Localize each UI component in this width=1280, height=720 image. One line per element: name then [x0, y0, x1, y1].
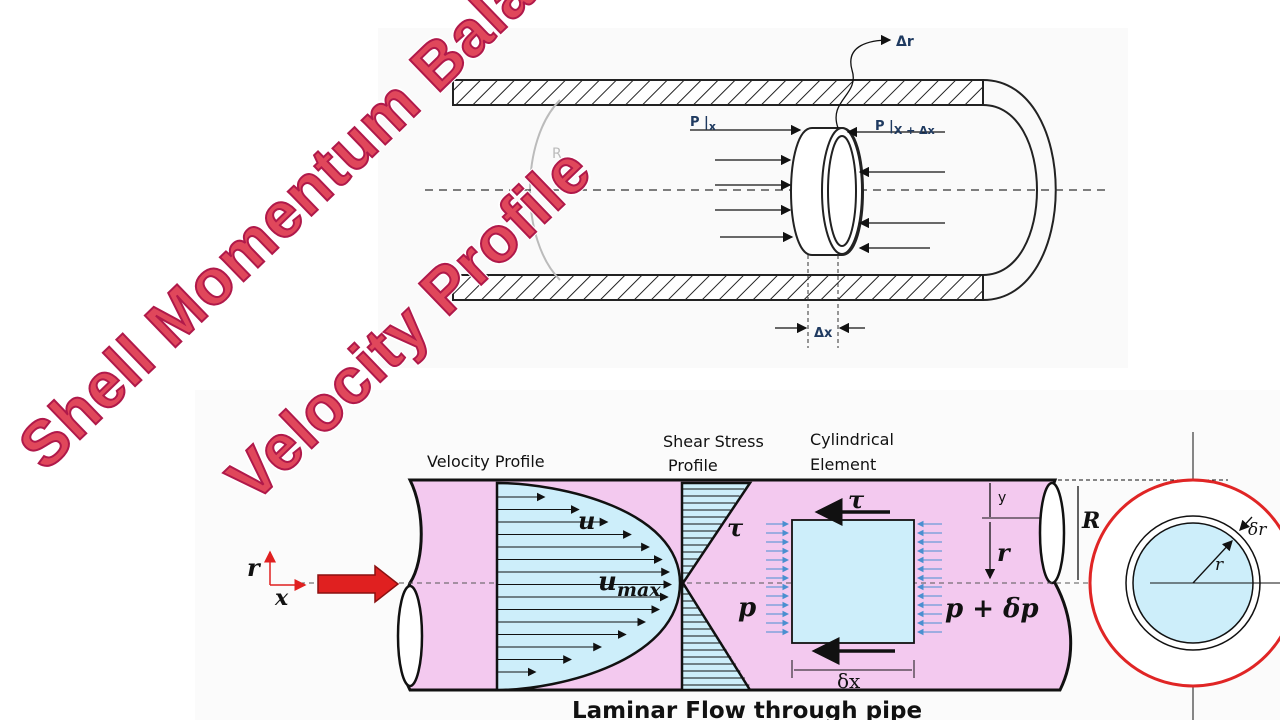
r-label: r	[997, 538, 1012, 567]
tau-profile-label: τ	[727, 513, 744, 542]
delta-r-leader	[835, 34, 892, 129]
delta-r-arrow	[1239, 516, 1253, 531]
cylindrical-element	[791, 519, 915, 644]
shear-stress-label-line2: Profile	[668, 456, 718, 475]
delta-x-label: Δx	[814, 326, 833, 341]
velocity-profile-arrows	[497, 492, 673, 677]
velocity-profile-label: Velocity Profile	[427, 452, 545, 471]
cross-section-delta-r-label: δr	[1248, 520, 1267, 540]
p-right-label: p + δp	[945, 594, 1039, 624]
p-at-x-dx-label: P |X + Δx	[875, 119, 935, 137]
top-pipe-wall-lower	[452, 274, 984, 301]
u-max-label: umax	[598, 567, 661, 601]
top-pipe-wall-upper	[452, 79, 984, 106]
pressure-arrows-left	[690, 124, 802, 243]
p-at-x-label: P |x	[690, 115, 716, 133]
shear-stress-lines	[682, 488, 750, 686]
pipe-cross-section: r δr	[1088, 432, 1280, 720]
delta-r-label: Δr	[896, 34, 914, 50]
u-label: u	[578, 506, 595, 535]
pressure-arrows-element	[766, 520, 942, 636]
flow-direction-arrow	[317, 564, 400, 604]
shell-ring-face-inner	[827, 135, 857, 247]
cross-section-radius-arrow	[1192, 540, 1233, 584]
y-label: y	[998, 490, 1006, 506]
caption: Laminar Flow through pipe	[572, 698, 922, 720]
tau-top-label: τ	[848, 485, 865, 514]
cross-section-r-label: r	[1215, 555, 1224, 575]
axis-x-label: x	[274, 585, 289, 611]
pressure-arrows-right	[846, 126, 945, 254]
top-radius-label: R	[552, 146, 562, 162]
cylindrical-element-label-line2: Element	[810, 455, 876, 474]
top-pipe-diagram: R Δr P |x P |X + Δx Δ	[378, 28, 1128, 368]
shell-ring-face-outer	[821, 127, 863, 255]
top-pipe-end-inner	[982, 104, 1038, 276]
pipe-right-opening	[1038, 481, 1066, 585]
delta-x-bottom-label: δx	[837, 669, 861, 693]
R-label: R	[1081, 508, 1100, 534]
pipe-left-opening	[396, 584, 424, 688]
cylindrical-element-label-line1: Cylindrical	[810, 430, 894, 449]
axis-r-label: r	[247, 553, 262, 582]
p-left-label: p	[738, 593, 756, 623]
shear-stress-label-line1: Shear Stress	[663, 432, 764, 451]
